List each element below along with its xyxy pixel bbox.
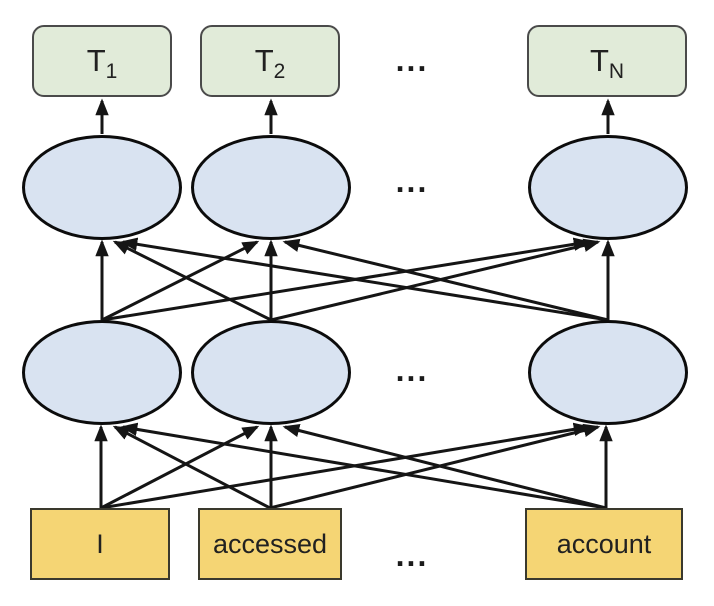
output-node-tn: TN [527, 25, 687, 97]
arrows-input-to-hidden2 [94, 422, 613, 510]
hidden-node-top-1 [22, 135, 182, 240]
output-node-tn-label: TN [589, 43, 625, 84]
output-node-t1-label: T1 [86, 43, 118, 84]
input-token-i: I [30, 508, 170, 580]
arrows-hidden2-to-hidden1 [95, 237, 615, 322]
input-token-account: account [525, 508, 683, 580]
ellipsis-output-row: ... [395, 42, 429, 78]
hidden-node-bottom-1 [22, 320, 182, 425]
ellipsis-hidden-bottom-row: ... [395, 352, 429, 388]
output-node-t2-label: T2 [254, 43, 286, 84]
input-token-accessed: accessed [198, 508, 342, 580]
hidden-node-top-n [528, 135, 688, 240]
hidden-node-top-2 [191, 135, 351, 240]
ellipsis-input-row: ... [395, 537, 429, 573]
output-node-t2: T2 [200, 25, 340, 97]
output-node-t1: T1 [32, 25, 172, 97]
hidden-node-bottom-n [528, 320, 688, 425]
hidden-node-bottom-2 [191, 320, 351, 425]
ellipsis-hidden-top-row: ... [395, 163, 429, 199]
arrows-hidden1-to-output [95, 98, 615, 134]
